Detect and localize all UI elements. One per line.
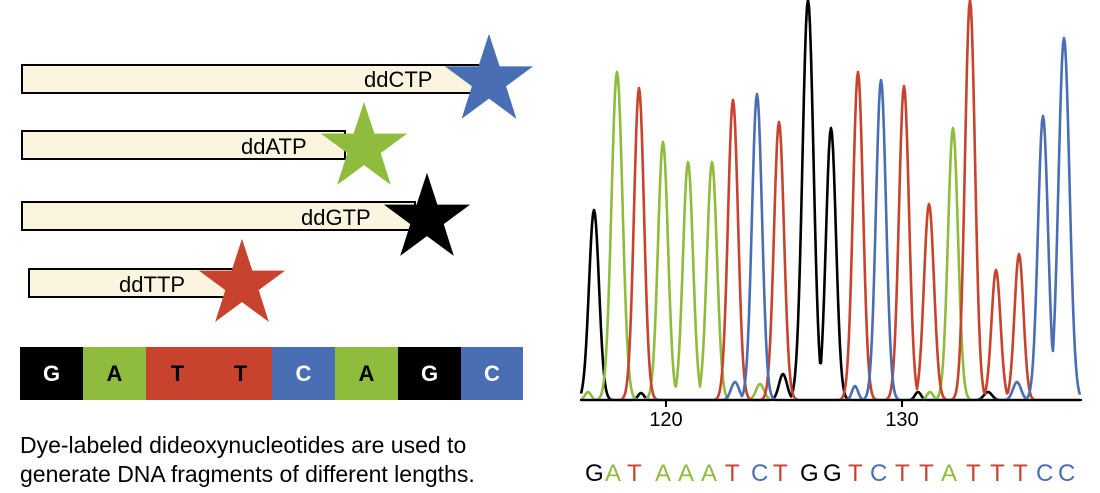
caption-line-2: generate DNA fragments of different leng… [20,461,475,487]
trace-c [580,36,1082,402]
fragment-label-ddctp: ddCTP [364,67,433,92]
seq-base: T [895,460,910,487]
tick-label-130: 130 [885,409,918,431]
seq-base: A [605,460,622,487]
seq-base: T [848,460,863,487]
seq-base: A [678,460,695,487]
strip-cell-a: A [335,347,398,400]
seq-base: G [800,460,819,487]
strip-cell-a: A [83,347,146,400]
tick-label-120: 120 [649,409,682,431]
seq-base: T [966,460,981,487]
fragment-label-ddttp: ddTTP [119,272,186,297]
star-icon-green [320,101,408,185]
strip-cell-c: C [461,347,523,400]
seq-base: A [941,460,958,487]
seq-base: C [1058,460,1076,487]
strip-cell-c: C [272,347,335,400]
seq-base: C [870,460,888,487]
star-icon-blue [444,33,534,119]
seq-base: G [823,460,842,487]
caption-line-1: Dye-labeled dideoxynucleotides are used … [20,432,467,458]
star-icon-black [383,172,471,256]
chromatogram: 120 130 [579,0,1082,431]
strip-cell-t: T [146,347,209,400]
strip-cell-g: G [398,347,461,400]
chromatogram-traces [579,0,1082,402]
seq-base: T [1013,460,1028,487]
seq-base: G [585,460,604,487]
seq-base: T [919,460,934,487]
trace-g [579,0,1081,402]
seq-base: A [655,460,672,487]
fragment-bar-ddatp [21,130,346,160]
seq-base: A [701,460,718,487]
fragment-label-ddgtp: ddGTP [301,205,371,230]
fragment-label-ddatp: ddATP [241,134,307,159]
caption: Dye-labeled dideoxynucleotides are used … [20,431,540,489]
seq-base: T [725,460,740,487]
trace-t [580,0,1081,402]
fragment-bar-ddctp [21,64,481,94]
seq-base: C [751,460,769,487]
seq-base: T [627,460,642,487]
called-sequence: G A T A A A T C T G G T C T T A T T T C … [585,460,1085,488]
base-sequence-strip: G A T T C A G C [20,347,523,400]
strip-cell-t: T [209,347,272,400]
seq-base: T [773,460,788,487]
seq-base: T [990,460,1005,487]
star-icon-red [198,238,286,322]
strip-cell-g: G [20,347,83,400]
trace-a [580,70,1081,402]
seq-base: C [1036,460,1054,487]
